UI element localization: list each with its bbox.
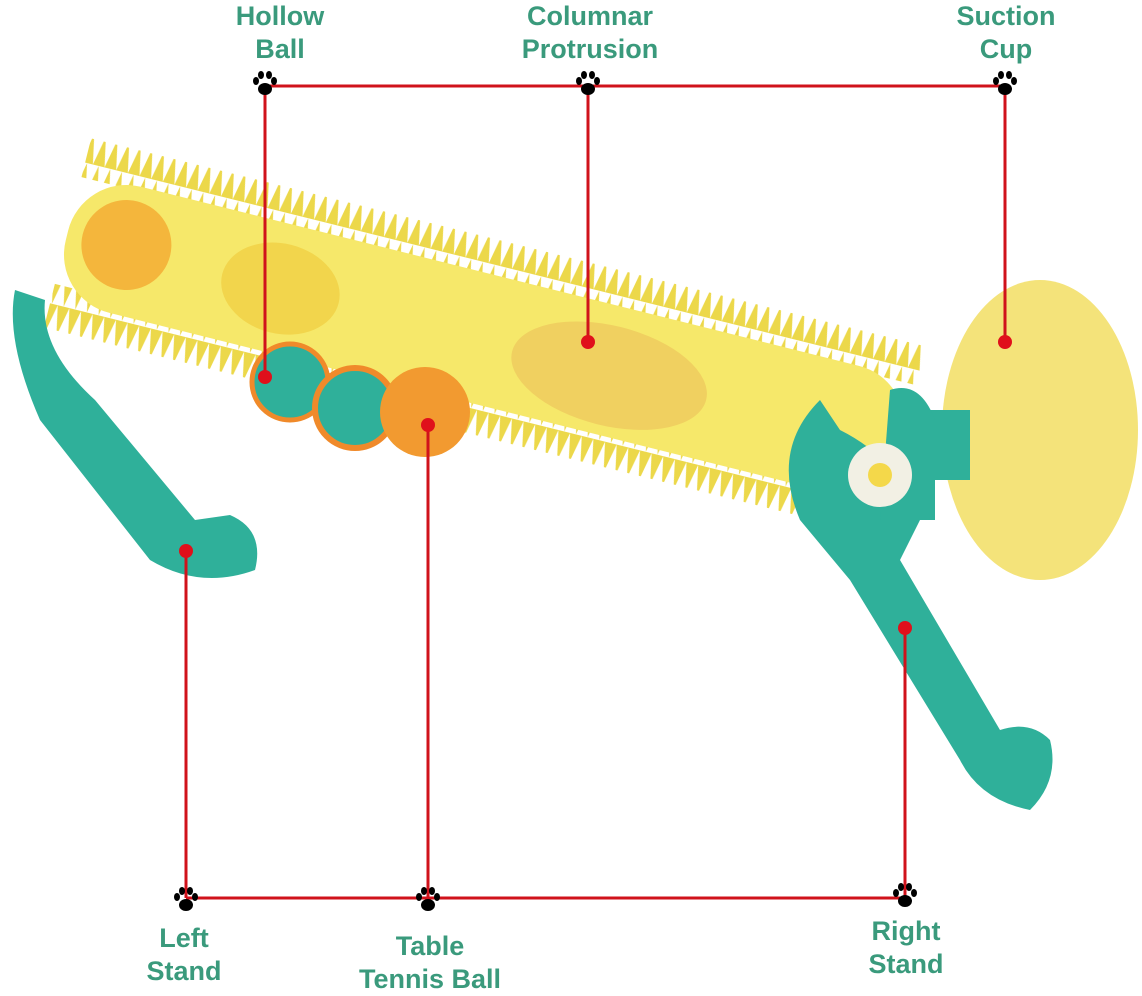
label-line: Right <box>871 916 941 946</box>
label-line: Stand <box>146 956 222 986</box>
label-line: Ball <box>255 34 305 64</box>
table-tennis-ball <box>380 367 470 457</box>
right-stand <box>788 388 1053 810</box>
paw-icon <box>993 71 1017 95</box>
label-line: Cup <box>979 34 1033 64</box>
paw-icon <box>253 71 277 95</box>
label-line: Suction <box>956 1 1056 31</box>
label-line: Table <box>395 931 465 961</box>
paw-icon <box>576 71 600 95</box>
suction-cup <box>900 280 1138 580</box>
callout-dots <box>179 335 1012 635</box>
label-line: Protrusion <box>521 34 659 64</box>
callout-lines <box>184 84 1007 900</box>
label-line: Tennis Ball <box>358 964 502 994</box>
label-line: Left <box>159 923 209 953</box>
label-line: Stand <box>868 949 944 979</box>
label-line: Hollow <box>235 1 325 31</box>
left-stand <box>12 290 258 578</box>
label-line: Columnar <box>526 1 653 31</box>
